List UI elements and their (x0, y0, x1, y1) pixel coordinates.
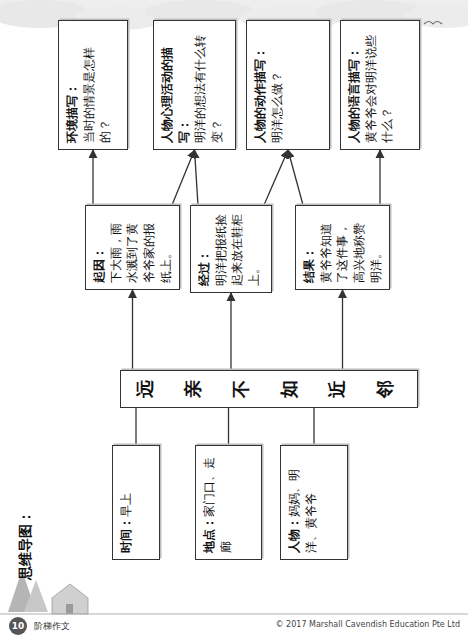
box-text: 远亲不如近邻 (121, 379, 409, 399)
connector-arrow (342, 290, 343, 370)
cause-box: 起因：下大雨，雨水溅到了黄爷爷家的报纸上。 (85, 205, 180, 290)
box-heading: 人物： (287, 517, 301, 553)
page-number-badge (9, 617, 27, 635)
box-text: 早上 (119, 493, 133, 517)
connector-arrow (132, 290, 133, 370)
box-heading: 人物的语言描写： (346, 27, 363, 143)
copyright-note: © 2017 Marshall Cavendish Education Pte … (250, 618, 460, 632)
page-number: 10 (8, 619, 28, 633)
connector-line (313, 408, 314, 445)
connector-arrow (195, 150, 199, 205)
bird (424, 22, 442, 25)
box-heading: 人物的动作描写： (252, 27, 269, 143)
box-heading: 时间： (119, 517, 133, 553)
time-box: 时间：早上 (112, 445, 160, 560)
prompt-box: 人物的语言描写：黄爷爷会对明洋说些什么？ (340, 20, 420, 150)
result-box: 结果：黄爷爷知道了这件事，高兴地称赞明洋。 (295, 205, 390, 290)
place-box: 地点：家门口、走廊 (195, 445, 262, 560)
box-heading: 环境描写： (64, 27, 81, 143)
connector-line (135, 408, 136, 445)
prompt-box: 人物心理活动的描写：明洋的想法有什么转变？ (153, 20, 236, 150)
connector-arrow (379, 150, 380, 205)
connector-arrow (288, 150, 303, 205)
box-heading: 结果： (301, 212, 318, 283)
connector-arrow (172, 150, 195, 205)
box-text: 明洋的想法有什么转变？ (192, 27, 225, 143)
prompt-box: 人物的动作描写：明洋怎么做？ (246, 20, 330, 150)
box-text: 当时的情景是怎样的？ (81, 27, 114, 143)
box-text: 下大雨，雨水溅到了黄爷爷家的报纸上。 (108, 212, 175, 283)
connector-arrow (264, 150, 288, 205)
box-text: 明洋把报纸捡起来放在鞋柜上。 (213, 212, 263, 286)
ground-line (0, 614, 468, 615)
process-box: 经过：明洋把报纸捡起来放在鞋柜上。 (190, 205, 272, 293)
tree (24, 580, 48, 612)
connector-arrow (92, 150, 93, 205)
box-heading: 起因： (91, 212, 108, 283)
box-text: 明洋怎么做？ (269, 27, 286, 143)
box-text: 黄爷爷知道了这件事，高兴地称赞明洋。 (318, 212, 385, 283)
book-title: 阶梯作文 (34, 619, 94, 633)
house-door (66, 604, 73, 614)
topic-box: 远亲不如近邻 (120, 370, 418, 408)
house (52, 584, 88, 614)
connector-arrow (230, 293, 231, 370)
box-heading: 人物心理活动的描写： (159, 27, 192, 143)
diagram-heading: 思维导图： (18, 460, 32, 580)
box-heading: 地点： (202, 517, 216, 553)
prompt-box: 环境描写：当时的情景是怎样的？ (58, 20, 128, 150)
box-text: 黄爷爷会对明洋说些什么？ (363, 27, 396, 143)
connector-line (228, 408, 229, 445)
people-box: 人物：妈妈、明洋、黄爷爷 (280, 445, 348, 560)
box-heading: 经过： (196, 212, 213, 286)
